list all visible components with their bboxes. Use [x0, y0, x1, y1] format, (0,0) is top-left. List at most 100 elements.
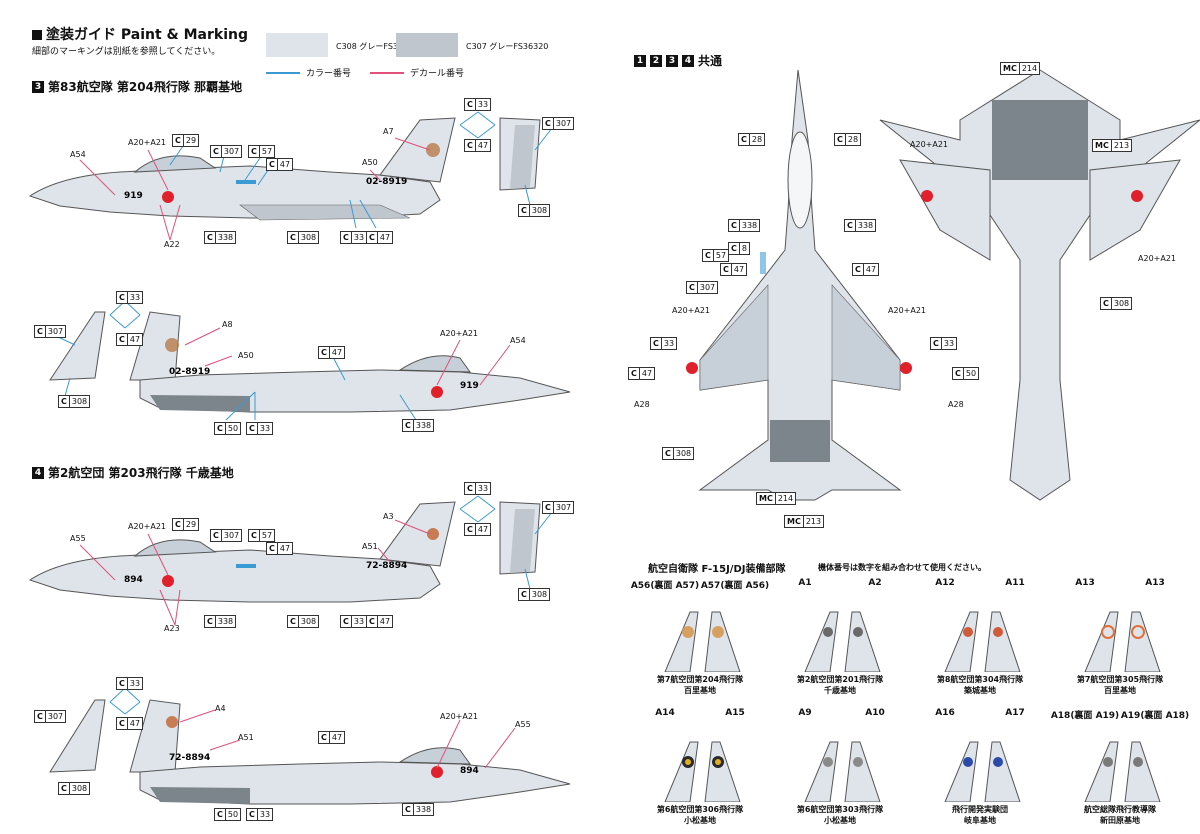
side-views-drawing: 919 02-8919 02-8919 919 894 72-8894	[28, 111, 571, 805]
swatch-c307-label: C307 グレーFS36320	[466, 42, 549, 51]
mark-a20-a21: A20+A21	[440, 712, 479, 721]
swatch-c308	[266, 33, 328, 57]
svg-text:919: 919	[460, 381, 479, 391]
mark-a22: A22	[164, 240, 180, 249]
aircraft-3-serial: 02-8919	[366, 177, 407, 187]
mark-a20-a21: A20+A21	[888, 306, 927, 315]
tail-pair	[1084, 611, 1161, 672]
mark-a55: A55	[70, 534, 86, 543]
mark-a54: A54	[510, 336, 526, 345]
bottom-view	[879, 69, 1200, 501]
section-4-title: 4 第2航空団 第203飛行隊 千歳基地	[32, 464, 234, 481]
legend-color-line	[266, 72, 300, 74]
tail-pair	[1084, 741, 1161, 802]
aircraft-3-modex: 919	[124, 191, 143, 201]
top-view	[686, 69, 912, 501]
mark-a23: A23	[164, 624, 180, 633]
svg-text:72-8894: 72-8894	[169, 753, 210, 763]
mark-a20-a21: A20+A21	[440, 329, 479, 338]
mark-a7: A7	[383, 127, 394, 136]
svg-text:894: 894	[460, 766, 479, 776]
plan-views-drawing	[686, 69, 1200, 501]
mark-a54: A54	[70, 150, 86, 159]
mark-a20-a21: A20+A21	[128, 522, 167, 531]
legend-decal-label: デカール番号	[410, 69, 465, 79]
legend-color-label: カラー番号	[306, 69, 352, 79]
tail-pair	[664, 741, 741, 802]
legend-decal-line	[370, 72, 404, 74]
units-title: 航空自衛隊 F-15J/DJ装備部隊	[648, 564, 786, 575]
mark-a20-a21: A20+A21	[1138, 254, 1177, 263]
tail-pair	[804, 611, 881, 672]
mark-a3: A3	[383, 512, 394, 521]
tail-pair	[804, 741, 881, 802]
page-note: 細部のマーキングは別紙を参照してください。	[32, 47, 221, 57]
tail-pair	[664, 611, 741, 672]
mark-a55: A55	[515, 720, 531, 729]
common-title: 1 2 3 4 共通	[634, 52, 722, 69]
section-3-number: 3	[32, 80, 44, 93]
mark-a51: A51	[238, 733, 254, 742]
swatch-c307	[396, 33, 458, 57]
mark-a4: A4	[215, 704, 226, 713]
units-note: 機体番号は数字を組み合わせて使用ください。	[818, 563, 986, 572]
swatch-c308-label: C308 グレーFS36375	[336, 42, 419, 51]
svg-text:894: 894	[124, 575, 143, 585]
section-4-number: 4	[32, 466, 44, 479]
mark-a20-a21: A20+A21	[128, 138, 167, 147]
page-title: 塗装ガイド Paint & Marking	[32, 24, 248, 44]
mark-a20-a21: A20+A21	[672, 306, 711, 315]
tail-pair	[944, 741, 1021, 802]
aircraft-4-right-view: 72-8894 894	[49, 699, 571, 805]
mark-a51: A51	[362, 542, 378, 551]
